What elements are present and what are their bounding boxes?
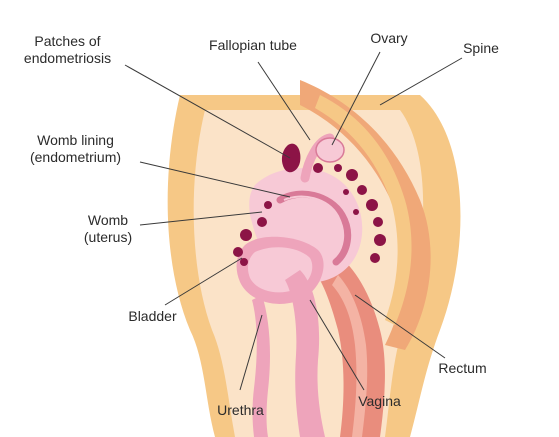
label-womb-lining: Womb lining (endometrium) (18, 132, 133, 166)
leader-urethra (239, 314, 263, 391)
label-spine: Spine (463, 40, 499, 56)
leader-lines (124, 51, 463, 391)
urethra-shape (252, 295, 270, 437)
leader-bladder (164, 257, 243, 306)
endometrium-cavity (283, 195, 344, 258)
spine-inner-band (315, 95, 412, 325)
leader-womb-lining (139, 161, 291, 198)
leader-womb (139, 211, 263, 226)
leader-fallopian (257, 61, 311, 141)
leader-rectum (354, 294, 446, 359)
label-vagina: Vagina (358, 393, 401, 409)
label-bladder: Bladder (128, 308, 177, 324)
label-rectum: Rectum (438, 360, 487, 376)
endometriosis-patches (233, 143, 386, 266)
label-womb-line2: (uterus) (83, 229, 133, 245)
rectum-shape (312, 250, 385, 437)
label-urethra: Urethra (217, 402, 264, 418)
label-womb-lining-line1: Womb lining (37, 132, 114, 148)
label-endometriosis-line1: Patches of (34, 33, 101, 49)
label-womb-lining-line2: (endometrium) (29, 149, 122, 165)
endometrium-lining (276, 190, 352, 266)
leader-vagina (309, 299, 365, 391)
label-ovary: Ovary (370, 30, 408, 46)
ovary-shape (315, 137, 345, 163)
leader-ovary (331, 51, 381, 146)
label-endometriosis-line2: endometriosis (23, 50, 112, 66)
label-fallopian-tube: Fallopian tube (209, 37, 297, 53)
label-womb: Womb (uterus) (78, 212, 138, 246)
rectum-inner (332, 275, 368, 437)
leader-endometriosis (124, 64, 291, 159)
leader-spine (379, 57, 463, 106)
vagina-shape (285, 270, 325, 437)
label-womb-line1: Womb (87, 212, 129, 228)
label-endometriosis: Patches of endometriosis (10, 33, 125, 67)
